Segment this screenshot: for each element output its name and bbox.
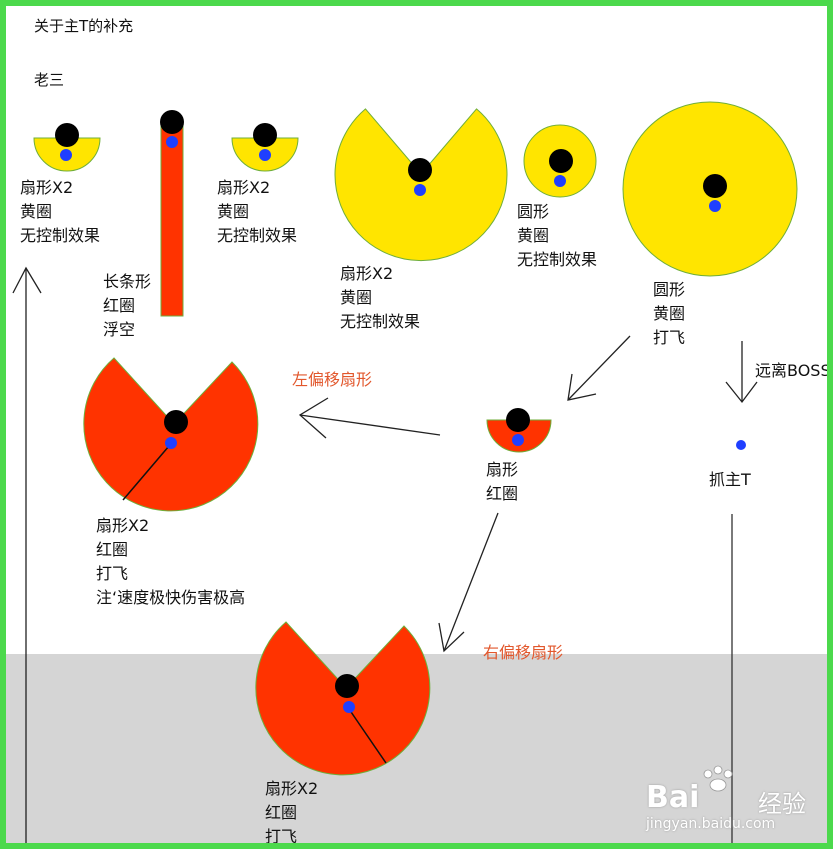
fan-shape-yellow-small-2 [232, 123, 298, 171]
arrow-left-offset [300, 398, 440, 438]
boss-marker [408, 158, 432, 182]
annotation-right-offset: 右偏移扇形 [483, 641, 563, 665]
boss-marker [160, 110, 184, 134]
player-marker [343, 701, 355, 713]
annotation-left-offset: 左偏移扇形 [292, 368, 372, 392]
label-circle-yellow-large: 圆形黄圈打飞 [653, 278, 685, 350]
player-marker [512, 434, 524, 446]
double-fan-red-left-offset [84, 358, 258, 511]
player-marker [554, 175, 566, 187]
player-marker [259, 149, 271, 161]
player-marker [709, 200, 721, 212]
boss-marker [164, 410, 188, 434]
paw-icon [698, 764, 738, 794]
boss-marker [55, 123, 79, 147]
watermark-brand-suffix: 经验 [758, 784, 806, 819]
circle-yellow-small [524, 125, 596, 197]
annotation-grab-main-tank: 抓主T [709, 468, 751, 492]
boss-marker [253, 123, 277, 147]
arrow-to-red-fan [568, 336, 630, 400]
label-long-bar-red: 长条形红圈浮空 [103, 270, 151, 342]
boss-marker [506, 408, 530, 432]
double-fan-red-right-offset [256, 622, 430, 775]
watermark-brand: Bai [646, 780, 699, 815]
arrow-right-offset [439, 513, 498, 651]
left-vertical-arrow [13, 268, 41, 849]
page-subtitle: 老三 [34, 68, 64, 92]
player-marker [60, 149, 72, 161]
label-fan-red-small: 扇形红圈 [486, 458, 518, 506]
watermark-site: jingyan.baidu.com [646, 816, 775, 832]
double-fan-yellow-large [335, 109, 507, 261]
player-marker [414, 184, 426, 196]
arrow-away-from-boss [726, 341, 757, 402]
page-title: 关于主T的补充 [34, 14, 133, 38]
boss-marker [335, 674, 359, 698]
mechanics-diagram [6, 6, 833, 849]
player-marker [165, 437, 177, 449]
fan-shape-yellow-small-1 [34, 123, 100, 171]
baidu-watermark: Bai 经验 jingyan.baidu.com [646, 764, 833, 844]
fan-shape-red-small [487, 408, 551, 452]
player-marker [166, 136, 178, 148]
label-circle-yellow-small: 圆形黄圈无控制效果 [517, 200, 597, 272]
annotation-away-from-boss: 远离BOSS [755, 359, 831, 383]
boss-marker [549, 149, 573, 173]
long-bar-red [160, 110, 184, 316]
boss-marker [703, 174, 727, 198]
circle-yellow-large [623, 102, 797, 276]
